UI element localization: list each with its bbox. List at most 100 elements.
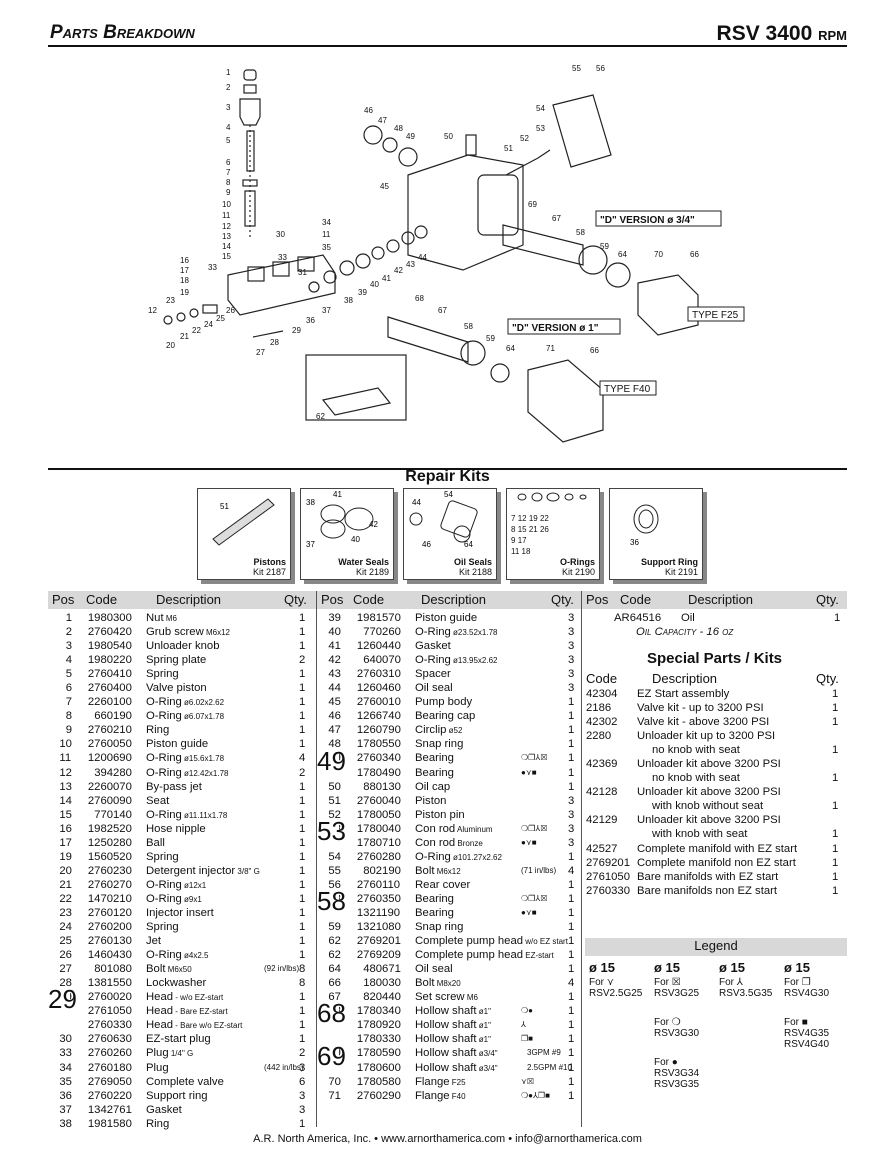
qty-cell: 1 xyxy=(832,828,839,841)
description-cell: Hollow shaft ø3/4" xyxy=(415,1047,498,1060)
qty-cell: 3 xyxy=(568,668,575,681)
legend-entry: For ⅄ xyxy=(719,977,743,988)
code-cell: 1980220 xyxy=(87,654,132,667)
pos-cell: 62 xyxy=(328,935,341,948)
code-cell: 1260790 xyxy=(356,724,401,737)
svg-text:54: 54 xyxy=(444,490,453,499)
svg-text:42: 42 xyxy=(394,266,403,275)
description-cell: Seat xyxy=(146,794,170,807)
group-number: 68 xyxy=(317,998,346,1029)
description-cell: Piston xyxy=(415,794,447,807)
code-cell: 1980300 xyxy=(87,612,132,624)
code-cell: 2760290 xyxy=(356,1089,401,1102)
pos-cell: 13 xyxy=(59,780,72,793)
pos-cell: 20 xyxy=(59,864,72,877)
code-cell: 1981580 xyxy=(87,1117,132,1130)
description-cell: no knob with seat xyxy=(652,744,740,757)
qty-cell: 1 xyxy=(568,991,575,1004)
code-cell: 2761050 xyxy=(586,870,630,883)
description-cell: Unloader kit above 3200 PSI xyxy=(637,758,781,771)
svg-text:18: 18 xyxy=(180,276,189,285)
pos-cell: 70 xyxy=(328,1075,341,1088)
spec-note: - Bare w/o EZ-start xyxy=(173,1021,243,1031)
description-cell: Jet xyxy=(146,935,162,948)
piston-icon: 51 xyxy=(212,498,275,546)
svg-text:59: 59 xyxy=(600,242,609,251)
pos-cell: 11 xyxy=(59,752,72,765)
code-cell: 42304 xyxy=(586,688,618,700)
qty-cell: 1 xyxy=(568,696,575,709)
svg-text:64: 64 xyxy=(464,540,473,549)
spec-note: ø23.52x1.78 xyxy=(450,628,498,638)
code-cell: 1981570 xyxy=(356,612,401,624)
spec-note: ø3/4" xyxy=(476,1049,498,1059)
code-cell: 180030 xyxy=(363,977,401,990)
description-cell: Piston pin xyxy=(415,808,465,821)
qty-cell: 1 xyxy=(299,836,306,849)
code-cell: 1260440 xyxy=(356,640,401,653)
qty-cell: 1 xyxy=(299,921,306,934)
code-cell: 1780330 xyxy=(356,1033,401,1046)
svg-text:70: 70 xyxy=(654,250,663,259)
svg-text:46: 46 xyxy=(364,106,373,115)
description-cell: Snap ring xyxy=(415,921,464,934)
svg-text:12: 12 xyxy=(148,306,157,315)
spec-note: ø6.02x2.62 xyxy=(181,698,225,708)
qty-cell: 1 xyxy=(568,949,575,962)
qty-cell: 3 xyxy=(568,836,575,849)
code-cell: 42527 xyxy=(586,842,618,855)
code-cell: 2760630 xyxy=(87,1033,132,1046)
description-cell: Piston guide xyxy=(146,738,209,751)
qty-cell: 1 xyxy=(832,842,839,855)
description-cell: Spacer xyxy=(415,668,451,681)
spec-note: ø101.27x2.62 xyxy=(450,852,502,862)
qty-cell: 1 xyxy=(299,808,306,821)
description-cell: Unloader kit above 3200 PSI xyxy=(637,814,781,827)
code-cell: 1460430 xyxy=(87,949,132,962)
pos-cell: 7 xyxy=(65,696,72,709)
description-cell: Valve kit - up to 3200 PSI xyxy=(637,702,764,715)
svg-text:14: 14 xyxy=(222,242,231,251)
group-number: 53 xyxy=(317,815,346,846)
description-cell: Complete manifold with EZ start xyxy=(637,842,798,855)
svg-text:19: 19 xyxy=(180,288,189,297)
code-cell: 2760350 xyxy=(356,892,401,905)
description-cell: Pump body xyxy=(415,696,473,709)
spec-note: M6x50 xyxy=(165,965,192,975)
qty-cell: 2 xyxy=(299,766,306,779)
d-version-1-label: "D" VERSION ø 1" xyxy=(512,323,599,334)
svg-text:12: 12 xyxy=(222,222,231,231)
description-cell: O-Ring ø12x1 xyxy=(146,878,207,891)
svg-text:66: 66 xyxy=(690,250,699,259)
pos-cell: 43 xyxy=(328,668,341,681)
code-cell: 1260460 xyxy=(356,682,401,695)
pos-cell: 71 xyxy=(328,1089,341,1102)
qty-cell: 8 xyxy=(299,963,306,976)
svg-text:10: 10 xyxy=(222,200,231,209)
description-cell: O-Ring ø11.11x1.78 xyxy=(146,808,228,821)
code-cell: 1266740 xyxy=(356,710,401,723)
svg-text:58: 58 xyxy=(464,322,473,331)
description-cell: Oil seal xyxy=(415,963,453,976)
description-cell: Unloader kit above 3200 PSI xyxy=(637,786,781,799)
svg-text:43: 43 xyxy=(406,260,415,269)
type-f40-label: TYPE F40 xyxy=(604,384,651,395)
